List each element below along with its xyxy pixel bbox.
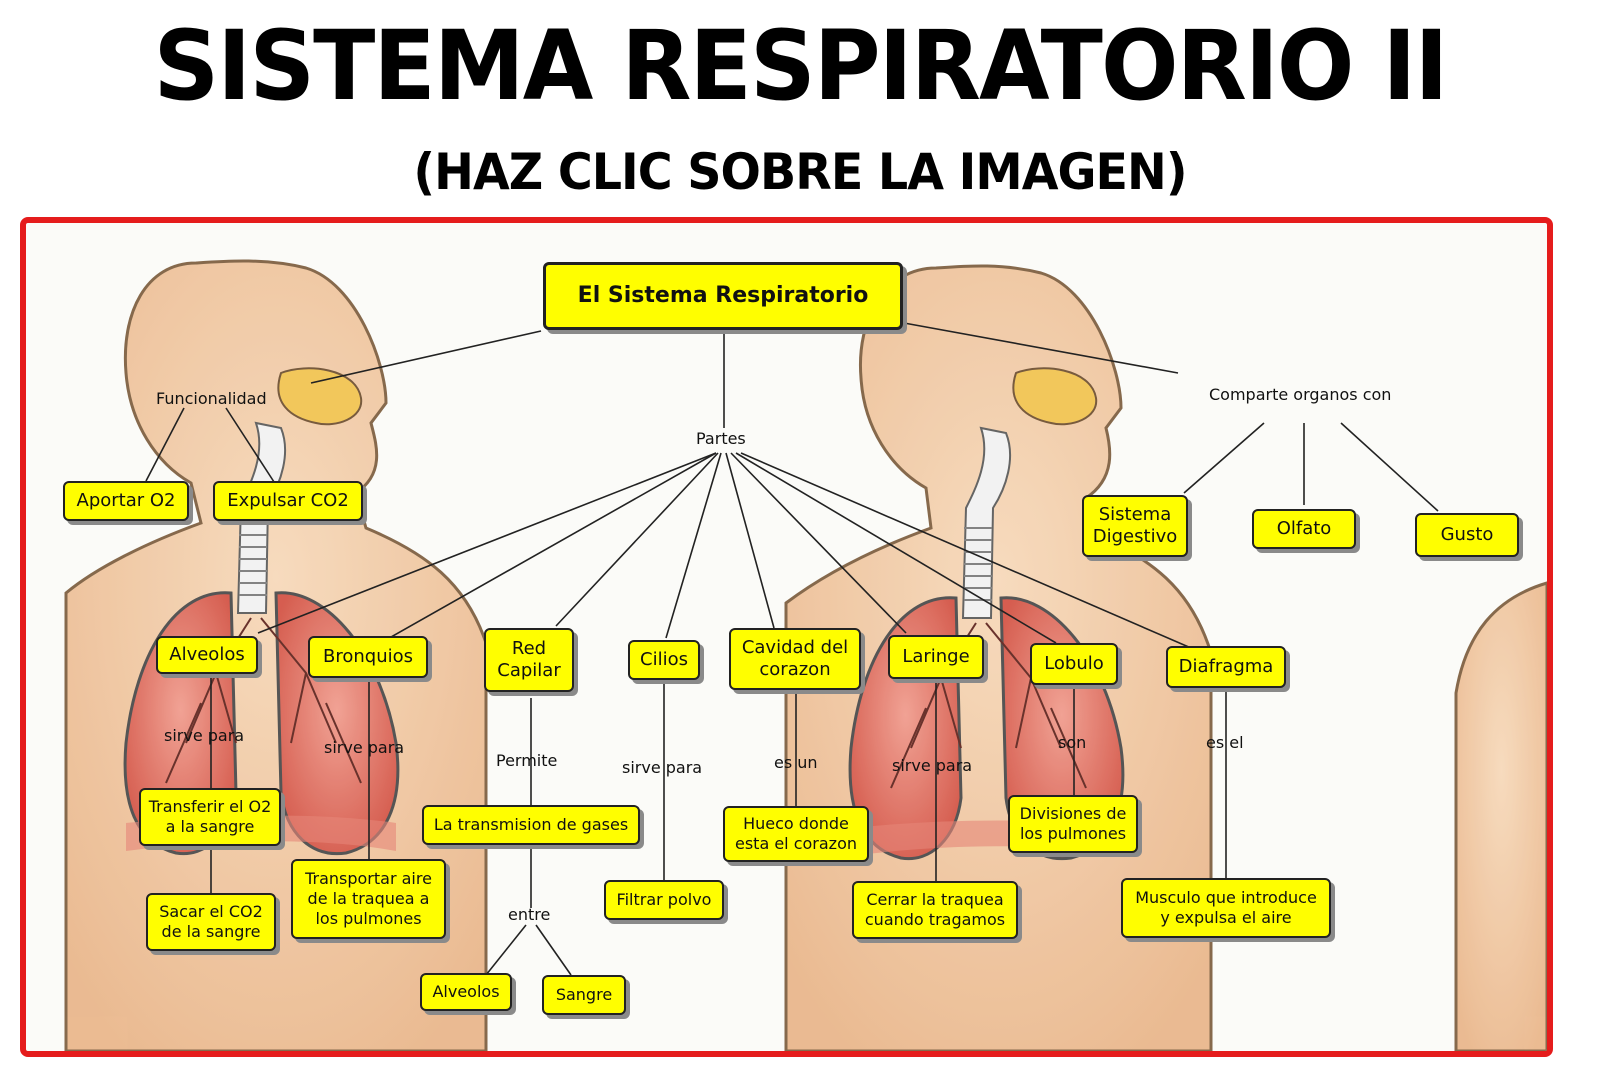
node-filtrar-polvo: Filtrar polvo: [604, 880, 724, 920]
node-gusto: Gusto: [1415, 513, 1519, 557]
node-root: El Sistema Respiratorio: [543, 262, 903, 330]
node-olfato: Olfato: [1252, 509, 1356, 549]
page-subtitle: (HAZ CLIC SOBRE LA IMAGEN): [413, 143, 1187, 201]
node-red-capilar: Red Capilar: [484, 628, 574, 692]
node-alveolos-2: Alveolos: [420, 973, 512, 1011]
node-lobulo: Lobulo: [1030, 643, 1118, 685]
link-partes: Partes: [696, 429, 746, 448]
link-es-un: es un: [774, 753, 818, 772]
node-cerrar-traquea: Cerrar la traquea cuando tragamos: [852, 881, 1018, 939]
link-permite: Permite: [496, 751, 558, 770]
node-hueco-corazon: Hueco donde esta el corazon: [723, 806, 869, 862]
node-bronquios: Bronquios: [308, 636, 428, 678]
node-laringe: Laringe: [888, 635, 984, 679]
partial-figure: [1454, 581, 1547, 1051]
node-diafragma: Diafragma: [1166, 646, 1286, 688]
link-son: son: [1058, 733, 1087, 752]
page-title: SISTEMA RESPIRATORIO II: [153, 10, 1449, 122]
node-expulsar-co2: Expulsar CO2: [213, 481, 363, 521]
link-sirve-para-bronquios: sirve para: [324, 738, 405, 757]
connector-lines: [145, 322, 1439, 976]
node-musculo: Musculo que introduce y expulsa el aire: [1121, 878, 1331, 938]
link-sirve-para-laringe: sirve para: [892, 756, 973, 775]
node-sacar-co2: Sacar el CO2 de la sangre: [146, 893, 276, 951]
node-aportar-o2: Aportar O2: [63, 481, 189, 521]
node-transferir-o2: Transferir el O2 a la sangre: [139, 788, 281, 846]
node-divisiones-pulmones: Divisiones de los pulmones: [1008, 795, 1138, 853]
link-sirve-para-alveolos: sirve para: [164, 726, 245, 745]
node-cilios: Cilios: [628, 640, 700, 680]
node-transportar-aire: Transportar aire de la traquea a los pul…: [291, 859, 446, 939]
right-figure: [784, 264, 1213, 1051]
node-sistema-digestivo: Sistema Digestivo: [1082, 495, 1188, 557]
node-transmision-gases: La transmision de gases: [422, 805, 640, 845]
node-alveolos: Alveolos: [156, 636, 258, 674]
node-sangre: Sangre: [542, 975, 626, 1015]
link-es-el: es el: [1206, 733, 1244, 752]
link-funcionalidad: Funcionalidad: [156, 389, 267, 408]
diagram-image-link[interactable]: El Sistema Respiratorio Funcionalidad Pa…: [20, 217, 1553, 1057]
link-sirve-para-cilios: sirve para: [622, 758, 703, 777]
link-entre: entre: [508, 905, 551, 924]
link-comparte: Comparte organos con: [1209, 385, 1392, 404]
node-cavidad-corazon: Cavidad del corazon: [729, 628, 861, 690]
